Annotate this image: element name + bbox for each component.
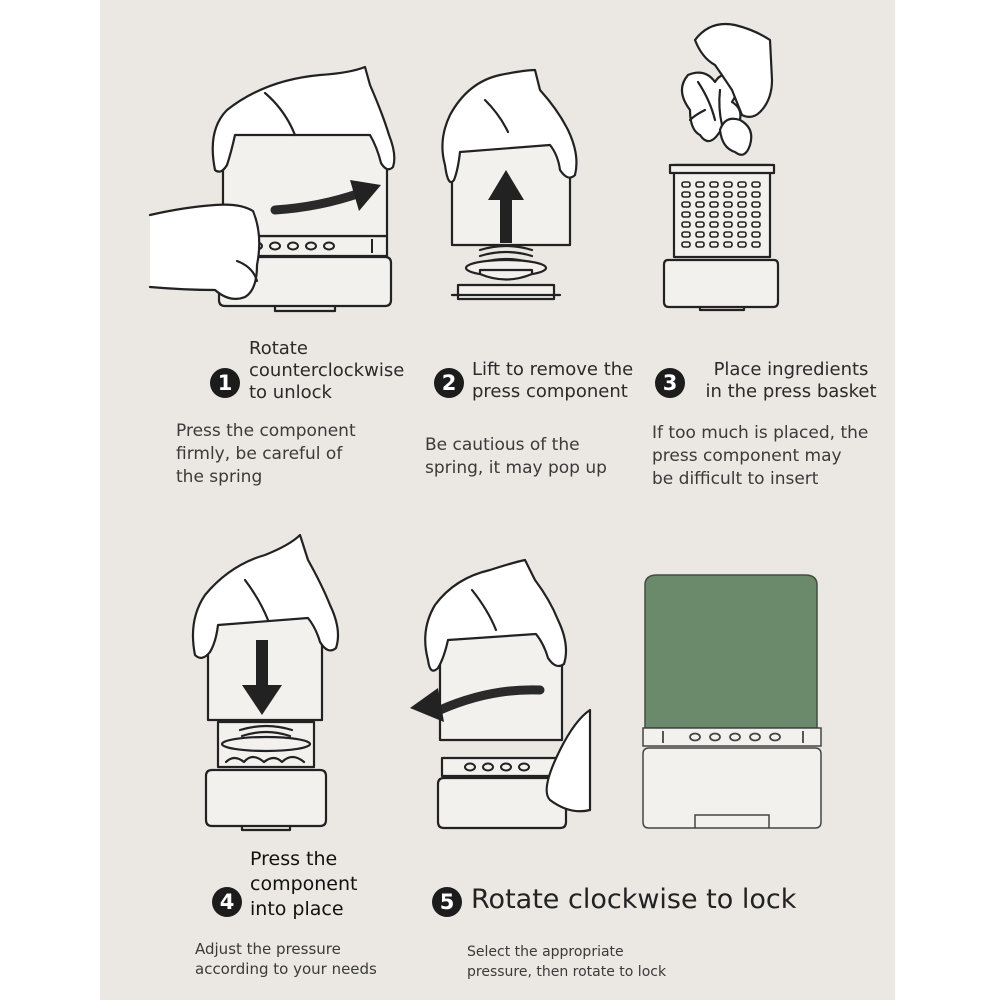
step2-note-line: Be cautious of the [425, 435, 580, 455]
step1-note-line: Press the component [176, 421, 356, 441]
step5-note-line: Select the appropriate [467, 944, 624, 960]
step4-illustration [191, 533, 340, 832]
leafy-greens-icon [680, 71, 753, 156]
step3-note-line: press component may [652, 446, 842, 466]
step1-note: Press the component firmly, be careful o… [176, 420, 356, 489]
step5-illustration [410, 558, 592, 830]
step1-title-line: counterclockwise [249, 360, 405, 381]
step5-note-line: pressure, then rotate to lock [467, 964, 667, 980]
product-illustration [642, 574, 822, 829]
hand-icon [424, 558, 568, 672]
step5-title: Rotate clockwise to lock [471, 884, 796, 916]
instruction-panel: 1 Rotate counterclockwise to unlock Pres… [100, 0, 895, 1000]
step5-badge: 5 [432, 887, 462, 917]
step2-title-line: press component [472, 381, 628, 402]
step2-note: Be cautious of the spring, it may pop up [425, 434, 607, 480]
step3-note-line: If too much is placed, the [652, 423, 869, 443]
step1-illustration [148, 65, 396, 313]
step5-note: Select the appropriate pressure, then ro… [467, 942, 666, 982]
step1-badge: 1 [210, 368, 240, 398]
step3-illustration [662, 22, 780, 312]
step4-title-line: into place [250, 898, 344, 920]
step4-title: Press the component into place [250, 847, 358, 922]
press-basket-icon [681, 181, 761, 188]
step4-badge: 4 [212, 887, 242, 917]
step5-title-line: Rotate clockwise to lock [471, 884, 797, 915]
step4-title-line: component [250, 873, 358, 895]
step2-illustration [441, 68, 578, 301]
step3-title-line: Place ingredients [713, 359, 869, 380]
step1-note-line: the spring [176, 467, 263, 487]
step2-title: Lift to remove the press component [472, 359, 633, 403]
step4-note-line: Adjust the pressure [195, 940, 341, 958]
step3-note-line: be difficult to insert [652, 469, 819, 489]
hand-icon [441, 68, 578, 184]
step3-title: Place ingredients in the press basket [696, 359, 886, 403]
step1-title: Rotate counterclockwise to unlock [249, 338, 404, 404]
step1-note-line: firmly, be careful of [176, 444, 343, 464]
step1-title-line: to unlock [249, 382, 332, 403]
hand-icon [191, 533, 340, 659]
step4-note-line: according to your needs [195, 960, 377, 978]
step3-note: If too much is placed, the press compone… [652, 422, 868, 491]
step2-badge: 2 [434, 368, 464, 398]
step3-title-line: in the press basket [705, 381, 877, 402]
step4-note: Adjust the pressure according to your ne… [195, 939, 377, 979]
step2-note-line: spring, it may pop up [425, 458, 607, 478]
step2-title-line: Lift to remove the [472, 359, 634, 380]
step1-title-line: Rotate [249, 338, 308, 359]
step4-title-line: Press the [250, 848, 338, 870]
step3-badge: 3 [655, 368, 685, 398]
hand-icon [211, 65, 396, 173]
